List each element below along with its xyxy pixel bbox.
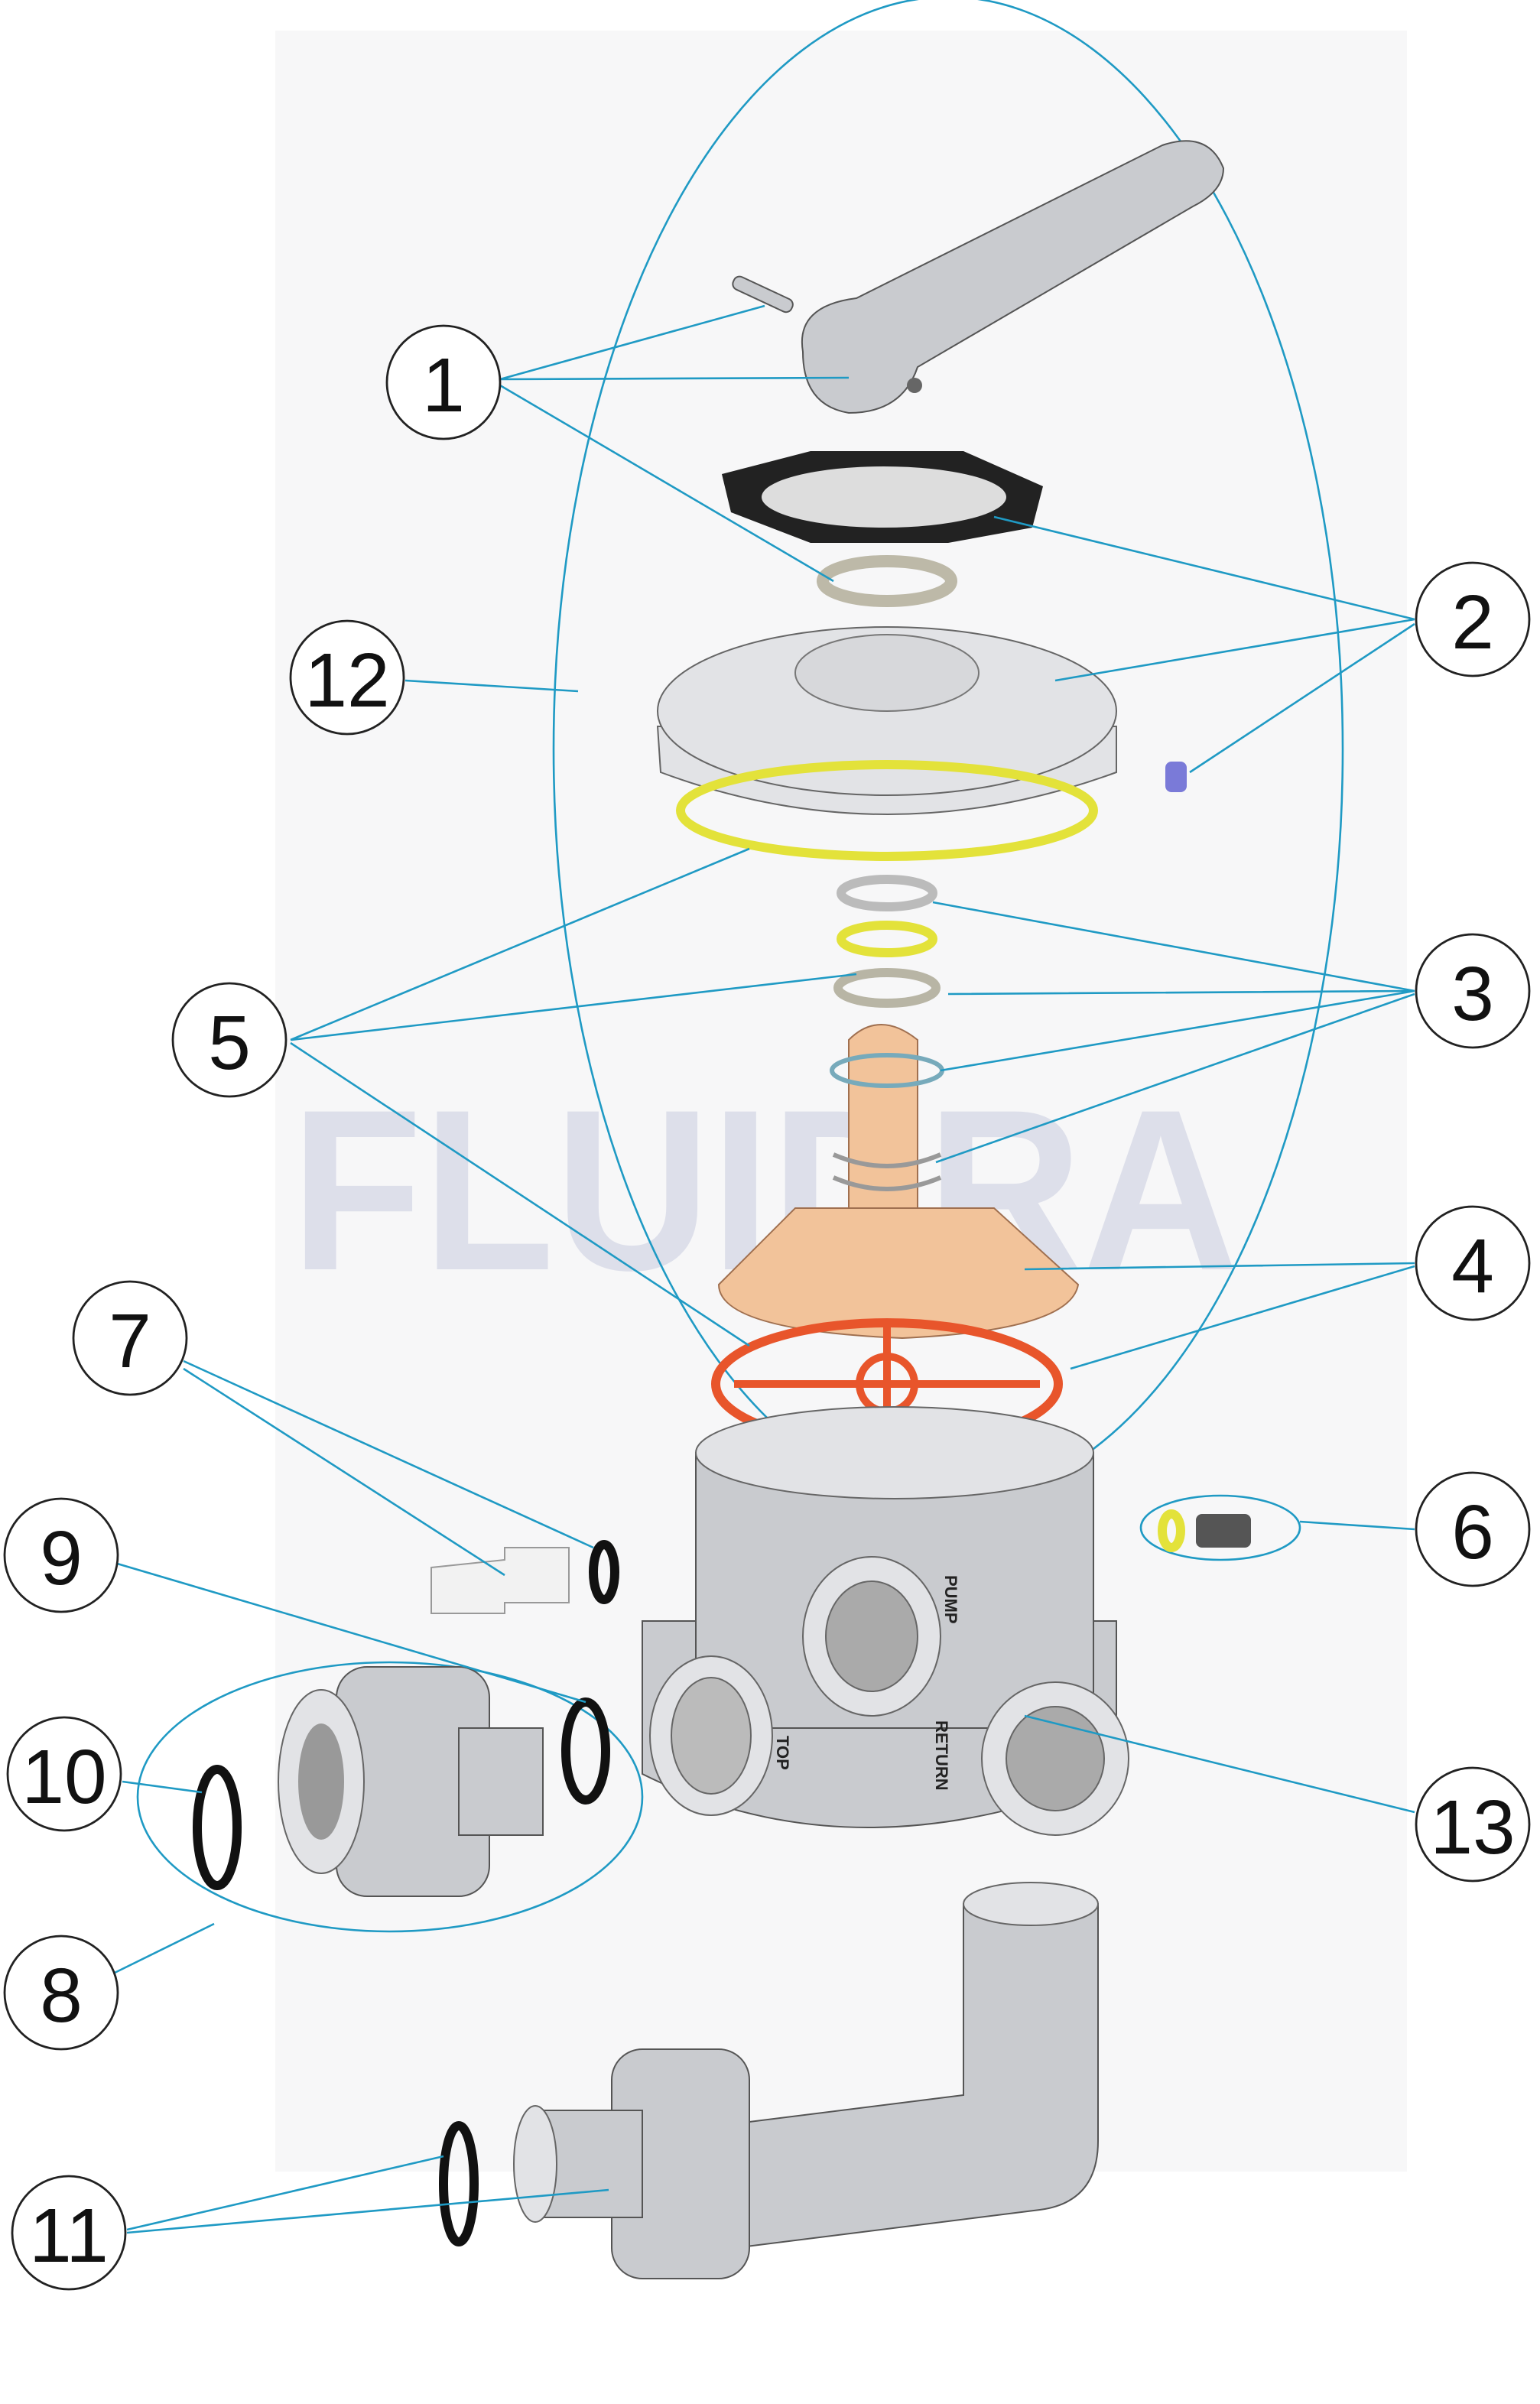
rotor-part bbox=[717, 1024, 1080, 1340]
svg-text:1: 1 bbox=[422, 343, 465, 428]
svg-text:3: 3 bbox=[1451, 951, 1494, 1037]
plug-part bbox=[1165, 762, 1187, 792]
callout-2: 2 bbox=[1415, 561, 1531, 677]
callout-10: 10 bbox=[6, 1716, 122, 1832]
adapter-o-ring-part bbox=[589, 1540, 619, 1604]
svg-text:8: 8 bbox=[40, 1953, 83, 2039]
drain-plug-part bbox=[1196, 1514, 1251, 1548]
callout-11: 11 bbox=[11, 2175, 127, 2291]
valve-body-part: PUMP TOP RETURN bbox=[642, 1406, 1129, 1836]
group-6-outline bbox=[1139, 1494, 1301, 1561]
drain-o-ring-part bbox=[1158, 1509, 1185, 1552]
ring-5a bbox=[837, 921, 937, 957]
union-part bbox=[278, 1666, 544, 1897]
callout-9: 9 bbox=[3, 1497, 119, 1613]
group-8-outline bbox=[136, 1661, 644, 1933]
callout-3: 3 bbox=[1415, 933, 1531, 1049]
svg-text:12: 12 bbox=[304, 638, 389, 723]
svg-text:5: 5 bbox=[208, 1000, 251, 1086]
top-port-label: TOP bbox=[773, 1736, 792, 1770]
svg-text:4: 4 bbox=[1451, 1223, 1494, 1309]
handle-part bbox=[801, 140, 1225, 414]
cover-part bbox=[656, 626, 1117, 815]
ring-3a bbox=[837, 875, 937, 911]
svg-text:6: 6 bbox=[1451, 1490, 1494, 1575]
adapter-part bbox=[430, 1547, 570, 1614]
svg-text:2: 2 bbox=[1451, 580, 1494, 665]
cover-gasket-inner bbox=[762, 466, 1006, 528]
pin-part bbox=[732, 275, 794, 313]
ring-3b bbox=[833, 968, 941, 1008]
callout-7: 7 bbox=[72, 1280, 188, 1396]
pump-port-label: PUMP bbox=[941, 1575, 960, 1624]
leader-lines bbox=[114, 304, 1415, 2234]
washer-part bbox=[817, 555, 957, 607]
callout-8: 8 bbox=[3, 1935, 119, 2051]
callout-6: 6 bbox=[1415, 1471, 1531, 1587]
return-port-label: RETURN bbox=[932, 1720, 951, 1791]
cover-o-ring-part bbox=[676, 760, 1098, 861]
svg-text:13: 13 bbox=[1430, 1785, 1515, 1870]
svg-text:7: 7 bbox=[109, 1298, 151, 1384]
svg-text:11: 11 bbox=[29, 2193, 109, 2279]
callout-1: 1 bbox=[385, 324, 502, 440]
callout-5: 5 bbox=[171, 982, 288, 1098]
elbow-union-part bbox=[439, 1882, 1099, 2279]
svg-text:10: 10 bbox=[21, 1734, 106, 1820]
svg-text:9: 9 bbox=[40, 1515, 83, 1601]
callout-13: 13 bbox=[1415, 1766, 1531, 1883]
union-o-ring-10-part bbox=[193, 1765, 242, 1890]
callout-4: 4 bbox=[1415, 1205, 1531, 1321]
callout-12: 12 bbox=[289, 619, 405, 736]
